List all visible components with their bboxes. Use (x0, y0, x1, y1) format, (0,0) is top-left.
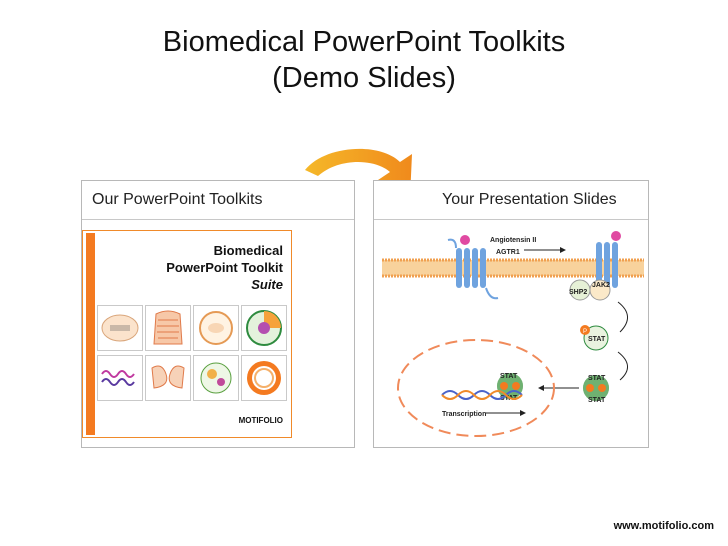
ligand-label: Angiotensin II (490, 237, 536, 244)
arrowhead-icon (538, 385, 544, 391)
toolkits-panel: Our PowerPoint Toolkits Biomedical Power… (81, 180, 355, 448)
cell-thumbnail-icon (97, 305, 143, 351)
cover-accent-bar (86, 233, 95, 435)
shp2-label: SHP2 (569, 289, 587, 296)
cover-title-line-2: PowerPoint Toolkit (166, 260, 283, 275)
signaling-diagram[interactable]: Angiotensin II AGTR1 JAK2 SHP2 P STAT (374, 220, 648, 447)
stat-icon (583, 325, 609, 351)
toolkit-cover[interactable]: Biomedical PowerPoint Toolkit Suite (82, 230, 292, 438)
organelle-thumbnail-icon (241, 305, 287, 351)
arrowhead-icon (560, 247, 566, 253)
jak2-label: JAK2 (592, 282, 610, 289)
cover-title-line-3: Suite (251, 277, 283, 292)
cover-title: Biomedical PowerPoint Toolkit Suite (166, 242, 283, 293)
presentation-panel: Your Presentation Slides Angiotensin II … (373, 180, 649, 448)
receptor-label: AGTR1 (496, 249, 520, 256)
phospho-icon (580, 325, 590, 335)
stat-dimer-bottom-label: STAT (588, 397, 606, 404)
phospho-label: P (583, 329, 587, 335)
cover-title-line-1: Biomedical (213, 243, 283, 258)
nucleus-outline (397, 339, 555, 437)
slide-title: Biomedical PowerPoint Toolkits (Demo Sli… (0, 24, 728, 96)
ligand-icon (460, 235, 470, 245)
stat-dimer-icon (583, 375, 609, 401)
ribcage-thumbnail-icon (145, 305, 191, 351)
dna-icon (441, 390, 523, 400)
toolkits-panel-header: Our PowerPoint Toolkits (82, 181, 354, 220)
arrow-icon (617, 351, 628, 381)
kidney-thumbnail-icon (145, 355, 191, 401)
cover-brand: MOTIFOLIO (238, 416, 283, 425)
stat-dimer-top-label: STAT (588, 375, 606, 382)
arrowhead-icon (520, 410, 526, 416)
signaling-pathway-diagram: Angiotensin II AGTR1 JAK2 SHP2 P STAT (382, 231, 644, 437)
ring-thumbnail-icon (193, 305, 239, 351)
tissue-thumbnail-icon (193, 355, 239, 401)
website-link[interactable]: www.motifolio.com (613, 520, 714, 532)
wave-thumbnail-icon (97, 355, 143, 401)
title-line-2: (Demo Slides) (272, 62, 456, 94)
transcription-label: Transcription (442, 411, 486, 418)
vessel-thumbnail-icon (241, 355, 287, 401)
cell-membrane (382, 258, 644, 278)
title-line-1: Biomedical PowerPoint Toolkits (162, 26, 566, 58)
arrow-icon (617, 301, 628, 333)
stat-label: STAT (588, 336, 606, 343)
presentation-panel-header: Your Presentation Slides (374, 181, 648, 220)
shp2-icon (569, 279, 591, 301)
curved-arrow-icon (305, 148, 412, 198)
receptor-agtr1-icon (447, 238, 499, 300)
receptor-dimer-icon (596, 231, 621, 288)
nuclear-stat-top-label: STAT (500, 373, 518, 380)
